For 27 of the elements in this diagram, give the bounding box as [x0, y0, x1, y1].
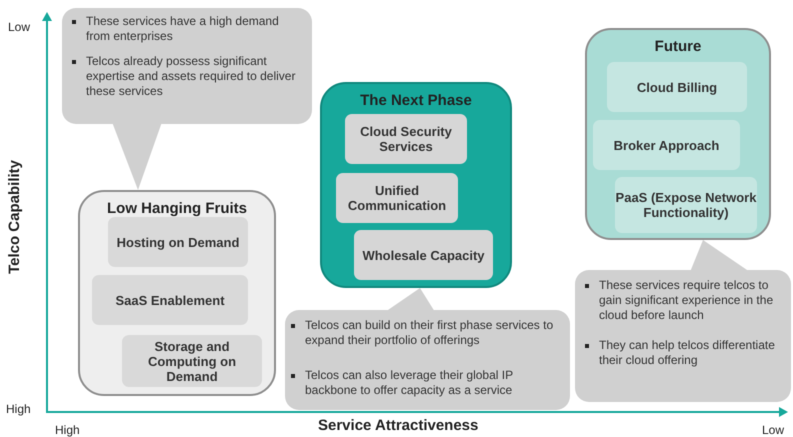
service-box: Cloud Security Services — [345, 114, 467, 164]
tick-label: Low — [8, 20, 30, 34]
service-box: Unified Communication — [336, 173, 458, 223]
group-heading: The Next Phase — [359, 92, 473, 109]
service-box: Hosting on Demand — [108, 217, 248, 267]
axis-title: Telco Capability — [6, 160, 23, 274]
group-cloud — [320, 82, 512, 288]
bullet-text: Telcos can build on their first phase services to expand their portfolio of offerings — [287, 318, 567, 348]
tick-label: High — [55, 423, 80, 437]
tick-label: Low — [762, 423, 784, 437]
bullet-text: These services have a high demand from enterprises — [68, 14, 304, 44]
service-box: Storage and Computing on Demand — [122, 335, 262, 387]
axis-title: Service Attractiveness — [318, 417, 478, 434]
bullet-text: Telcos can also leverage their global IP backbone to offer capacity as a service — [287, 368, 567, 398]
group-heading: Low Hanging Fruits — [106, 200, 248, 217]
group-cloud — [78, 190, 276, 396]
group-cloud — [585, 28, 771, 240]
service-box: SaaS Enablement — [92, 275, 248, 325]
service-box: Broker Approach — [593, 120, 740, 170]
group-heading: Future — [654, 38, 702, 55]
service-box: Cloud Billing — [607, 62, 747, 112]
bullet-text: These services require telcos to gain significant experience in the cloud before launch — [581, 278, 787, 323]
service-box: PaaS (Expose Network Functionality) — [615, 177, 757, 233]
bullet-text: Telcos already possess significant expertise and assets required to deliver these services — [68, 54, 304, 99]
bullet-text: They can help telcos differentiate their cloud offering — [581, 338, 787, 368]
tick-label: High — [6, 402, 31, 416]
service-box: Wholesale Capacity — [354, 230, 493, 280]
